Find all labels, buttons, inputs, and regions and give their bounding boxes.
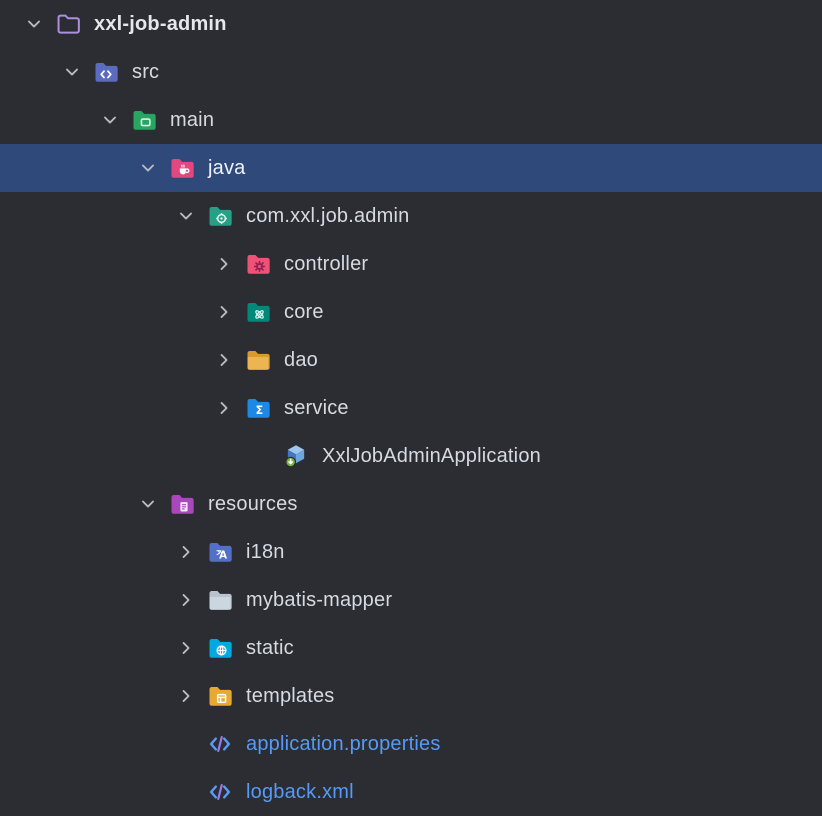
resources-folder-icon [166,480,198,528]
tree-item-label: resources [208,493,298,515]
chevron-right-icon[interactable] [168,576,204,624]
chevron-right-icon[interactable] [168,528,204,576]
controller-folder-icon [242,240,274,288]
svg-text:Σ: Σ [256,404,264,417]
core-folder-icon [242,288,274,336]
service-folder-icon: Σ [242,384,274,432]
tree-item-label: i18n [246,541,285,563]
package-folder-icon [204,192,236,240]
tree-item-label: core [284,301,324,323]
code-file-icon [204,768,236,816]
tree-item-label: java [208,157,246,179]
tree-item-resources[interactable]: resources [0,480,822,528]
static-folder-icon [204,624,236,672]
chevron-down-icon[interactable] [92,96,128,144]
chevron-spacer [244,432,280,480]
main-folder-icon [128,96,160,144]
tree-item-label: src [132,61,160,83]
chevron-right-icon[interactable] [206,384,242,432]
chevron-down-icon[interactable] [130,480,166,528]
tree-item-label: mybatis-mapper [246,589,393,611]
tree-item-dao[interactable]: dao [0,336,822,384]
chevron-right-icon[interactable] [206,336,242,384]
svg-text:A: A [219,550,227,562]
tree-item-label: com.xxl.job.admin [246,205,410,227]
tree-item-label: application.properties [246,733,441,755]
tree-item-label: controller [284,253,369,275]
templates-folder-icon [204,672,236,720]
chevron-right-icon[interactable] [206,240,242,288]
tree-item-xxljobadminapplication[interactable]: XxlJobAdminApplication [0,432,822,480]
tree-item-application-properties[interactable]: application.properties [0,720,822,768]
chevron-down-icon[interactable] [130,144,166,192]
tree-item-templates[interactable]: templates [0,672,822,720]
tree-item-label: static [246,637,294,659]
src-folder-icon [90,48,122,96]
dao-folder-icon [242,336,274,384]
chevron-spacer [168,768,204,816]
chevron-down-icon[interactable] [16,0,52,48]
tree-item-main[interactable]: main [0,96,822,144]
tree-item-label: XxlJobAdminApplication [322,445,541,467]
chevron-down-icon[interactable] [54,48,90,96]
tree-item-controller[interactable]: controller [0,240,822,288]
tree-item-label: templates [246,685,335,707]
java-class-icon [280,432,312,480]
code-file-icon [204,720,236,768]
chevron-right-icon[interactable] [206,288,242,336]
chevron-right-icon[interactable] [168,624,204,672]
tree-item-com-xxl-job-admin[interactable]: com.xxl.job.admin [0,192,822,240]
tree-item-label: service [284,397,349,419]
tree-item-label: logback.xml [246,781,354,803]
chevron-right-icon[interactable] [168,672,204,720]
java-folder-icon [166,144,198,192]
chevron-down-icon[interactable] [168,192,204,240]
i18n-folder-icon: A [204,528,236,576]
tree-item-logback-xml[interactable]: logback.xml [0,768,822,816]
tree-item-src[interactable]: src [0,48,822,96]
plain-folder-icon [204,576,236,624]
chevron-spacer [168,720,204,768]
tree-item-label: main [170,109,215,131]
tree-item-label: dao [284,349,318,371]
tree-item-label: xxl-job-admin [94,13,227,35]
project-folder-icon [52,0,84,48]
tree-item-core[interactable]: core [0,288,822,336]
tree-item-mybatis-mapper[interactable]: mybatis-mapper [0,576,822,624]
tree-item-java[interactable]: java [0,144,822,192]
tree-item-xxl-job-admin[interactable]: xxl-job-admin [0,0,822,48]
tree-item-static[interactable]: static [0,624,822,672]
